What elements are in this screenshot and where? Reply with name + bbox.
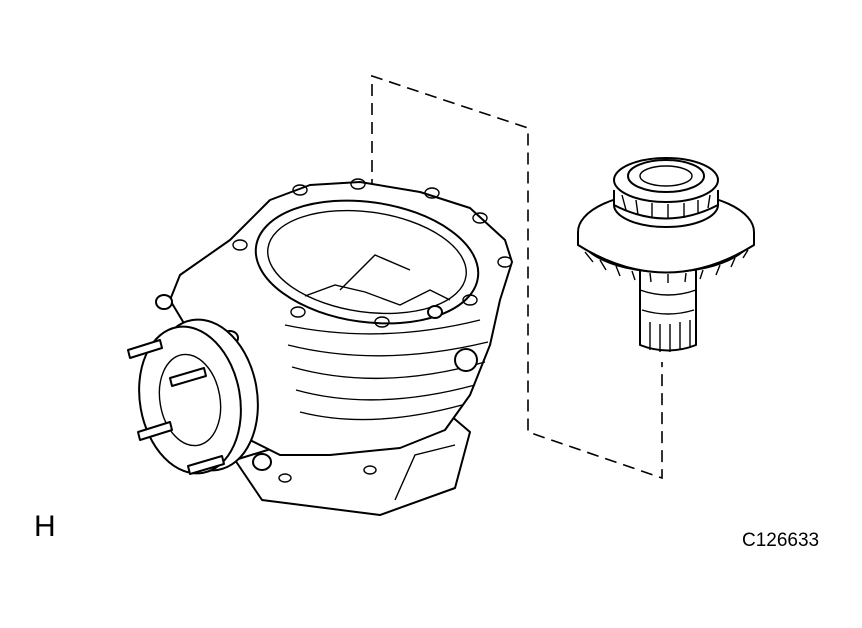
ring-gear-pinion-assembly bbox=[577, 157, 755, 352]
differential-housing bbox=[127, 178, 513, 516]
view-label: H bbox=[34, 510, 56, 543]
wheel-studs bbox=[127, 339, 225, 475]
figure-code: C126633 bbox=[742, 530, 820, 551]
assembly-dashed-guide bbox=[371, 74, 663, 480]
